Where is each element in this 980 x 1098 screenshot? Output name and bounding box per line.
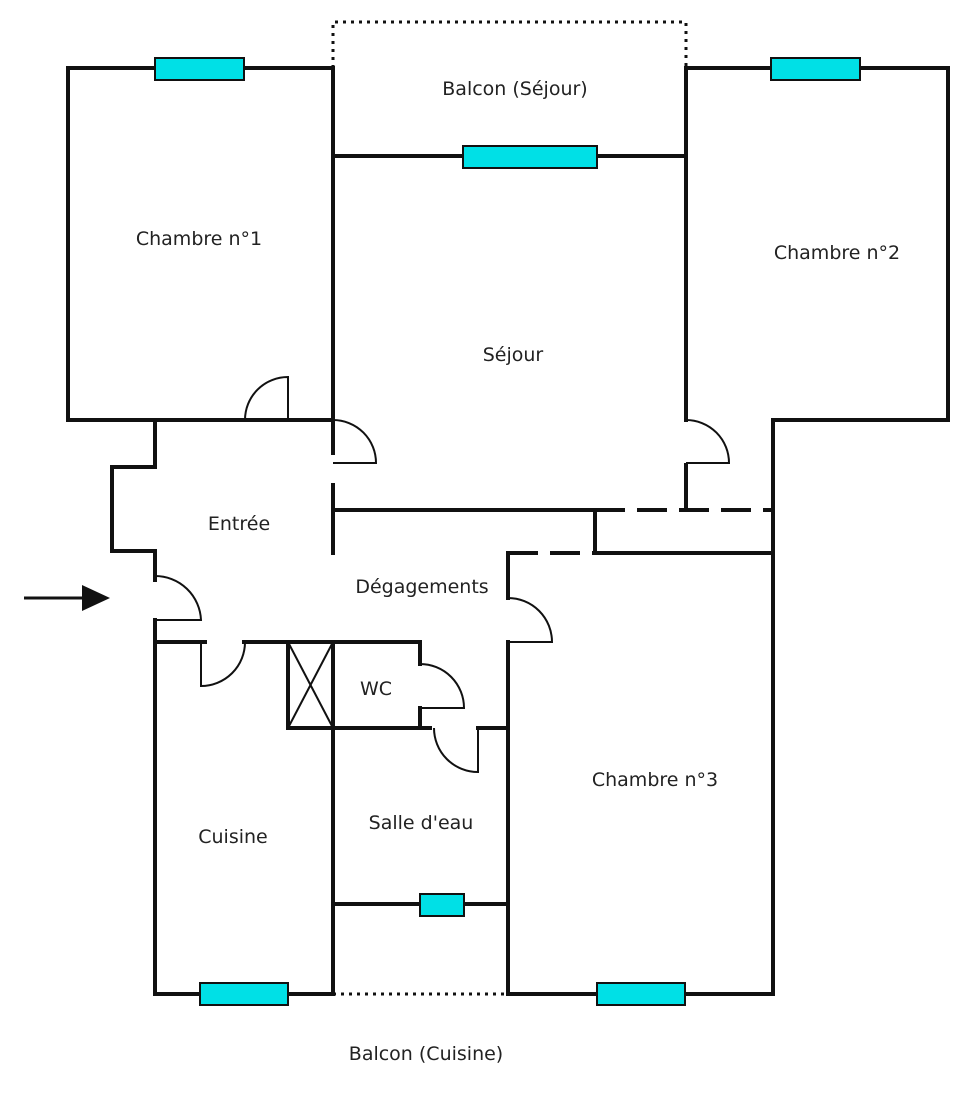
label-chambre3: Chambre n°3 [592, 769, 718, 791]
label-degagements: Dégagements [355, 576, 488, 598]
label-sejour: Séjour [483, 344, 544, 366]
window-chambre2 [770, 57, 861, 81]
window-salle-eau [419, 893, 465, 917]
wall-chambre2 [684, 66, 950, 555]
door-chambre3 [507, 597, 554, 643]
doors [154, 375, 731, 774]
label-balcon-cuisine: Balcon (Cuisine) [349, 1043, 503, 1065]
door-wc [419, 663, 466, 709]
label-entree: Entrée [208, 513, 270, 535]
wall-cuisine-left [153, 640, 202, 996]
label-salle-eau: Salle d'eau [369, 812, 474, 834]
balcon-sejour-outline [331, 20, 688, 68]
balcony-outlines [331, 20, 688, 996]
door-chambre1 [244, 375, 289, 421]
window-cuisine [199, 982, 289, 1006]
windows [154, 57, 861, 1006]
window-chambre1 [154, 57, 245, 81]
label-cuisine: Cuisine [198, 826, 268, 848]
label-balcon-sejour: Balcon (Séjour) [442, 78, 587, 100]
wall-entree-left [110, 418, 157, 582]
window-chambre3 [596, 982, 686, 1006]
label-chambre2: Chambre n°2 [774, 242, 900, 264]
entry-arrow-icon [24, 585, 110, 611]
room-labels: Balcon (Séjour) Chambre n°1 Chambre n°2 … [136, 78, 900, 1065]
walls [66, 66, 950, 996]
label-chambre1: Chambre n°1 [136, 228, 262, 250]
door-entree [154, 574, 203, 621]
cupboard-box [286, 640, 335, 730]
label-wc: WC [360, 678, 392, 700]
door-salle-eau [433, 727, 479, 774]
cupboard [286, 640, 335, 730]
door-cuisine [200, 641, 246, 688]
cupboard-cross-b [287, 641, 334, 729]
door-sejour [332, 419, 378, 464]
window-sejour [462, 145, 598, 169]
door-chambre2 [685, 419, 731, 464]
